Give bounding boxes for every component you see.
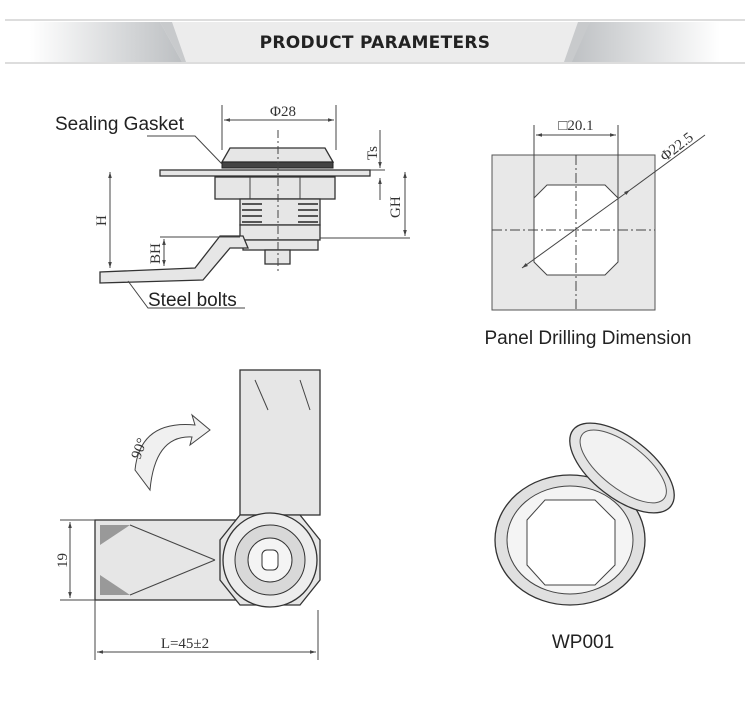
dim-gh: GH [388, 196, 404, 218]
banner: PRODUCT PARAMETERS [5, 19, 745, 64]
dim-diameter-28: Φ28 [270, 104, 296, 120]
label-sealing-gasket: Sealing Gasket [55, 114, 185, 135]
dim-ts: Ts [365, 146, 381, 160]
dim-length: L=45±2 [161, 636, 209, 652]
cover-view-drawing: WP001 [494, 422, 675, 653]
panel-drilling-drawing: □20.1 Φ22.5 Panel Drilling Dimension [485, 118, 706, 349]
side-view-drawing: Φ28 Ts GH H BH Sealing Gasket Steel bolt… [55, 104, 410, 311]
dim-square-20-1: □20.1 [558, 118, 593, 134]
model-label: WP001 [552, 632, 614, 653]
dim-h: H [94, 215, 110, 226]
dim-width-19: 19 [55, 553, 71, 568]
front-view-drawing: 90° 19 L=45±2 [55, 369, 321, 660]
banner-title: PRODUCT PARAMETERS [260, 33, 491, 53]
rotation-label: 90° [129, 436, 151, 461]
dim-bh: BH [148, 243, 164, 264]
label-steel-bolts: Steel bolts [148, 290, 237, 311]
dim-diameter-22-5: Φ22.5 [658, 130, 697, 166]
panel-drilling-caption: Panel Drilling Dimension [485, 328, 692, 349]
